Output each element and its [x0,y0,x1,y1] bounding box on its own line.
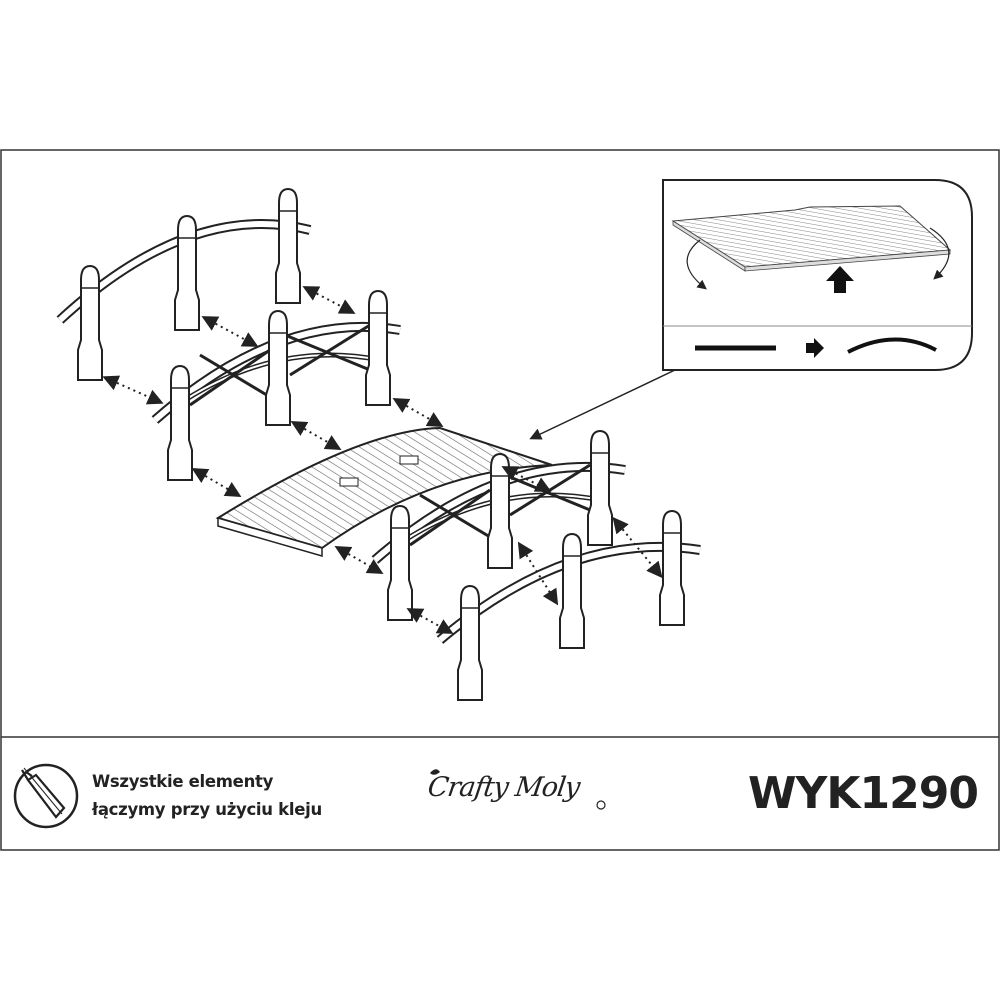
assembly-arrows [102,286,663,634]
logo-flower-icon [596,800,606,810]
logo-leaf-icon [430,769,440,775]
sheet-frame [0,149,1000,851]
instruction-line-1: Wszystkie elementy [92,772,274,791]
right-arrow-icon [806,338,824,358]
curved-arrow-left-icon [686,239,707,290]
glue-instruction-text: Wszystkie elementy łączymy przy użyciu k… [92,768,322,824]
instruction-line-2: łączymy przy użyciu kleju [92,800,322,819]
glue-tube-icon [13,763,79,829]
right-side-part [371,430,626,621]
brand-logo: Crafty Moly [425,772,582,803]
inset-pointer-arrow [529,369,676,440]
front-railing-part [436,510,701,701]
up-arrow-icon [826,266,854,293]
left-side-part [151,290,401,481]
curved-arrow-right-icon [929,227,950,280]
bending-inset [662,179,973,371]
product-code: WYK1290 [748,768,979,819]
curved-line-icon [847,337,937,354]
back-railing-part [56,188,312,381]
